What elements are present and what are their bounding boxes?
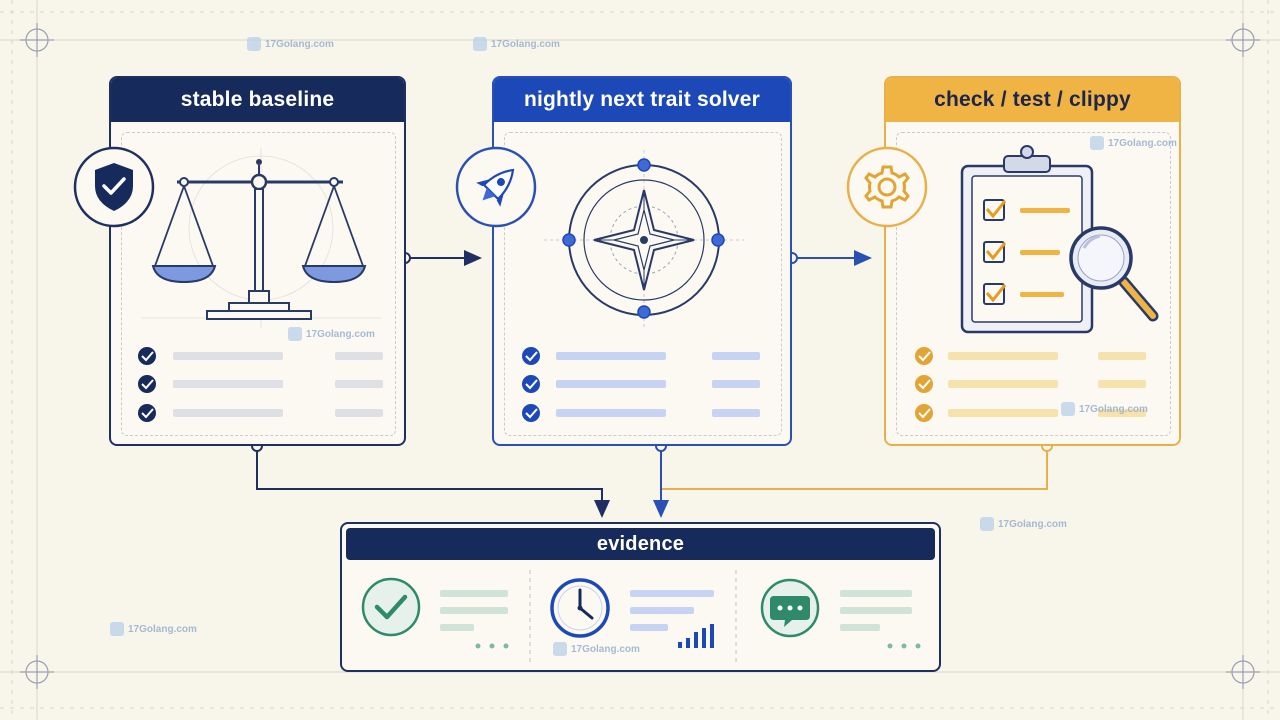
balance-scale-icon (138, 148, 383, 422)
gear-icon (846, 146, 928, 228)
watermark: 17Golang.com (473, 37, 560, 51)
watermark-logo-icon (473, 37, 487, 51)
check-circle-icon (361, 577, 421, 637)
clipboard-checklist-icon (915, 145, 1159, 422)
bar-chart-icon (678, 624, 714, 648)
compass-icon (522, 150, 760, 422)
watermark-logo-icon (980, 517, 994, 531)
watermark: 17Golang.com (1090, 136, 1177, 150)
card-evidence: evidence (340, 522, 941, 672)
card-stable-baseline: stable baseline (109, 76, 406, 446)
rocket-icon (455, 146, 537, 228)
card-check-test-clippy: check / test / clippy (884, 76, 1181, 446)
watermark: 17Golang.com (110, 622, 197, 636)
watermark-logo-icon (110, 622, 124, 636)
card-title: nightly next trait solver (494, 78, 790, 122)
watermark: 17Golang.com (288, 327, 375, 341)
watermark: 17Golang.com (247, 37, 334, 51)
shield-check-icon (73, 146, 155, 228)
watermark: 17Golang.com (553, 642, 640, 656)
line-stable-to-evidence (256, 450, 610, 518)
evidence-panel (361, 570, 921, 662)
watermark: 17Golang.com (980, 517, 1067, 531)
card-title: evidence (346, 528, 935, 560)
line-check-to-evidence (662, 450, 1048, 490)
card-nightly-next-trait-solver: nightly next trait solver (492, 76, 792, 446)
watermark: 17Golang.com (1061, 402, 1148, 416)
card-title: check / test / clippy (886, 78, 1179, 122)
magnifier-icon (1069, 226, 1159, 322)
chat-bubble-icon (760, 578, 820, 638)
watermark-logo-icon (553, 642, 567, 656)
watermark-logo-icon (247, 37, 261, 51)
watermark-logo-icon (1090, 136, 1104, 150)
watermark-logo-icon (1061, 402, 1075, 416)
clock-icon (550, 578, 610, 638)
watermark-logo-icon (288, 327, 302, 341)
checklist (138, 347, 383, 422)
card-title: stable baseline (111, 78, 404, 122)
